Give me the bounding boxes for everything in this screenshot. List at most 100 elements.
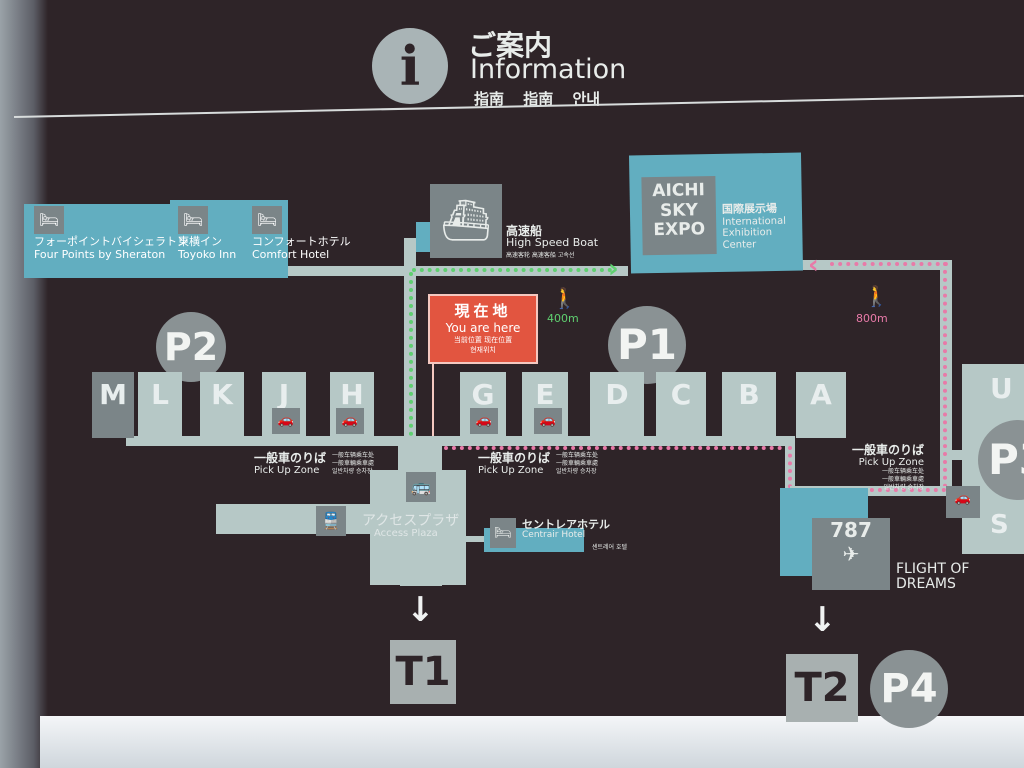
arrow-down-icon: ↓ bbox=[406, 590, 435, 630]
parking-p4: P4 bbox=[870, 650, 948, 728]
pink-route-parking bbox=[444, 446, 790, 450]
flight-787-label: 787 bbox=[830, 518, 872, 542]
terminal-t2: T2 bbox=[786, 654, 858, 722]
arrow-down-icon: ↓ bbox=[808, 600, 837, 640]
stall-m: M bbox=[92, 372, 134, 438]
boat-label-jp: 高速船 bbox=[506, 224, 543, 238]
hotel-name-jp: コンフォートホテル bbox=[252, 235, 351, 248]
ship-icon: ⛴ bbox=[430, 184, 502, 258]
boat-label-sub: 高速客轮 高速客船 고속선 bbox=[506, 252, 575, 259]
header-title-jp: ご案内 bbox=[468, 29, 553, 62]
walkway-p3 bbox=[948, 450, 968, 460]
pickup-jp: 一般車のりば bbox=[478, 451, 551, 465]
expo-label-en: Center bbox=[722, 238, 757, 251]
pickup-en: Pick Up Zone bbox=[858, 457, 925, 469]
pickup-jp: 一般車のりば bbox=[254, 451, 327, 465]
green-route-vertical bbox=[409, 272, 413, 444]
distance-pink: 800m bbox=[856, 312, 888, 325]
you-are-here-marker: 現在地 You are here 当前位置 现在位置 현재위치 bbox=[428, 294, 538, 364]
pedestrian-icon: 🚶 bbox=[864, 284, 889, 308]
you-are-here-pointer bbox=[432, 364, 434, 444]
sign-frame-edge bbox=[0, 0, 48, 768]
expo-label-en: International bbox=[722, 215, 787, 228]
airplane-icon: ✈ bbox=[842, 542, 860, 566]
stall-s: S bbox=[990, 510, 1009, 540]
expo-logo-line: EXPO bbox=[653, 219, 706, 241]
stall-l: L bbox=[138, 372, 182, 438]
pickup-car-icon: 🚗 bbox=[534, 408, 562, 434]
pickup-sub-line: 一般車輛乘車處 bbox=[556, 459, 599, 467]
green-arrow-icon: › bbox=[608, 254, 619, 284]
hotel-name-en: Toyoko Inn bbox=[178, 247, 237, 261]
expo-logo-line: SKY bbox=[659, 199, 698, 221]
green-route bbox=[412, 268, 612, 272]
hotel-name-en: Four Points by Sheraton bbox=[34, 247, 166, 261]
bus-taxi-icon: 🚌 bbox=[406, 472, 436, 502]
stall-u: U bbox=[990, 372, 1013, 405]
pickup-jp: 一般車のりば bbox=[852, 443, 925, 457]
hotel-name-jp: 東横イン bbox=[178, 235, 222, 248]
hotel-name-en: Comfort Hotel bbox=[252, 247, 330, 261]
boat-label-en: High Speed Boat bbox=[506, 236, 599, 249]
stall-d: D bbox=[590, 372, 644, 438]
info-icon: i bbox=[372, 28, 448, 104]
pickup-sub-line: 一般车辆乘车处 bbox=[556, 452, 599, 459]
pickup-sub-line: 일반차량 승차장 bbox=[883, 483, 925, 491]
pickup-sub-line: 一般車輛乘車處 bbox=[332, 459, 375, 467]
stall-k: K bbox=[200, 372, 244, 438]
sign-frame-bottom bbox=[40, 716, 1024, 768]
parking-p1: P1 bbox=[608, 306, 686, 384]
pickup-sub-line: 一般车辆乘车处 bbox=[332, 452, 375, 459]
expo-logo-line: AICHI bbox=[652, 180, 706, 202]
hotel-name-jp: フォーポイントバイシェラトン bbox=[34, 235, 188, 248]
pickup-sub-line: 一般車輛乘車處 bbox=[882, 475, 925, 483]
header-title-en: Information bbox=[470, 54, 627, 85]
flight-label-line: FLIGHT OF bbox=[896, 561, 970, 577]
train-icon: 🚆 bbox=[316, 506, 346, 536]
bed-icon: 🛏 bbox=[252, 206, 282, 234]
access-plaza-hotel-link bbox=[464, 536, 488, 542]
pedestrian-icon: 🚶 bbox=[552, 286, 577, 310]
stall-c: C bbox=[656, 372, 706, 438]
bed-icon: 🛏 bbox=[34, 206, 64, 234]
pickup-en: Pick Up Zone bbox=[254, 465, 320, 477]
access-plaza-en: Access Plaza bbox=[374, 528, 438, 539]
subtitle-zh-tw: 指南 bbox=[523, 90, 554, 108]
stall-a: A bbox=[796, 372, 846, 438]
pickup-car-icon: 🚗 bbox=[946, 486, 980, 518]
access-plaza-rail bbox=[216, 504, 376, 534]
subtitle-zh-cn: 指南 bbox=[474, 90, 505, 108]
access-plaza-jp: アクセスプラザ bbox=[362, 513, 460, 529]
pink-route-vertical bbox=[943, 262, 947, 488]
pickup-en: Pick Up Zone bbox=[478, 465, 544, 477]
pickup-car-icon: 🚗 bbox=[272, 408, 300, 434]
bed-icon: 🛏 bbox=[178, 206, 208, 234]
stall-b: B bbox=[722, 372, 776, 438]
you-are-here-en: You are here bbox=[445, 321, 521, 335]
bed-icon: 🛏 bbox=[490, 518, 516, 548]
pink-route-down bbox=[788, 446, 792, 496]
pickup-sub-line: 一般车辆乘车处 bbox=[882, 468, 925, 476]
pickup-sub-line: 일반차량 승차장 bbox=[556, 467, 597, 475]
you-are-here-jp: 現在地 bbox=[454, 302, 512, 320]
access-plaza-top bbox=[398, 446, 442, 472]
boat-dock bbox=[416, 222, 432, 252]
flight-of-dreams-icon: 787✈ bbox=[812, 518, 890, 590]
you-are-here-zh: 当前位置 现在位置 bbox=[453, 336, 513, 344]
you-are-here-ko: 현재위치 bbox=[470, 346, 496, 354]
pink-route-bottom bbox=[790, 488, 946, 492]
pickup-car-icon: 🚗 bbox=[470, 408, 498, 434]
expo-label-jp: 国際展示場 bbox=[721, 201, 778, 216]
terminal-t1: T1 bbox=[390, 640, 456, 704]
pickup-car-icon: 🚗 bbox=[336, 408, 364, 434]
centrair-hotel-en: Centrair Hotel bbox=[522, 530, 586, 540]
